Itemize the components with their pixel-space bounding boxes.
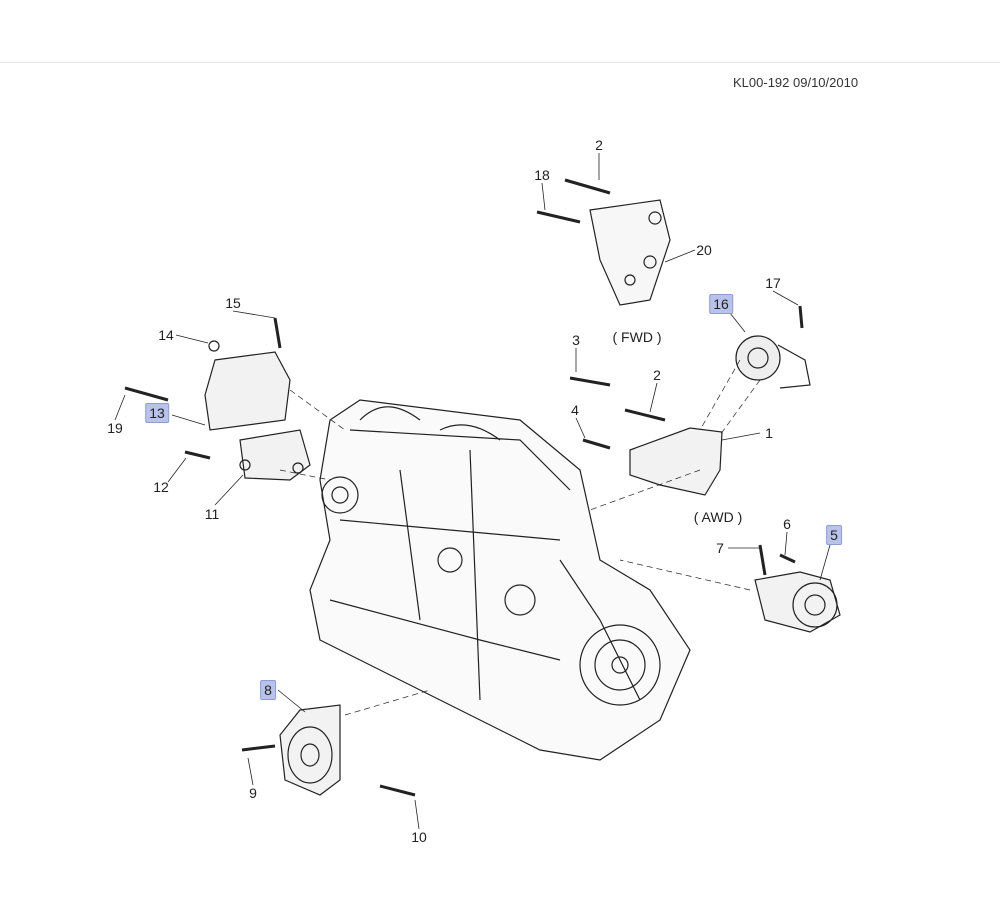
fwd-note: ( FWD ) — [612, 329, 662, 345]
callout-8[interactable]: 8 — [260, 680, 276, 700]
callout-6[interactable]: 6 — [783, 516, 791, 532]
callout-20[interactable]: 20 — [696, 242, 712, 258]
bracket-1 — [629, 427, 723, 496]
bolts — [124, 178, 804, 797]
callout-4[interactable]: 4 — [571, 402, 579, 418]
callout-14[interactable]: 14 — [158, 327, 174, 343]
bracket-11 — [239, 429, 311, 481]
callout-12[interactable]: 12 — [153, 479, 169, 495]
callout-10[interactable]: 10 — [411, 829, 427, 845]
callout-5[interactable]: 5 — [826, 525, 842, 545]
callout-2-upper[interactable]: 2 — [595, 137, 603, 153]
awd-note: ( AWD ) — [693, 509, 743, 525]
mount-8 — [279, 704, 341, 796]
callout-2-lower[interactable]: 2 — [653, 367, 661, 383]
callout-16[interactable]: 16 — [709, 294, 733, 314]
callout-19[interactable]: 19 — [107, 420, 123, 436]
mount-16 — [735, 335, 811, 389]
mount-13 — [204, 340, 291, 431]
document-id: KL00-192 09/10/2010 — [733, 75, 859, 90]
callout-9[interactable]: 9 — [249, 785, 257, 801]
bracket-20 — [589, 199, 671, 306]
callout-11[interactable]: 11 — [204, 506, 220, 522]
engine-assembly — [309, 399, 691, 761]
callout-18[interactable]: 18 — [534, 167, 550, 183]
callout-1[interactable]: 1 — [765, 425, 773, 441]
callout-15[interactable]: 15 — [225, 295, 241, 311]
callout-13[interactable]: 13 — [145, 403, 169, 423]
mount-5 — [754, 571, 841, 633]
top-bar — [0, 0, 1000, 63]
callout-17[interactable]: 17 — [765, 275, 781, 291]
dashed-assembly-lines — [279, 359, 761, 716]
callout-3[interactable]: 3 — [572, 332, 580, 348]
leader-lines — [114, 153, 831, 830]
callout-7[interactable]: 7 — [716, 540, 724, 556]
